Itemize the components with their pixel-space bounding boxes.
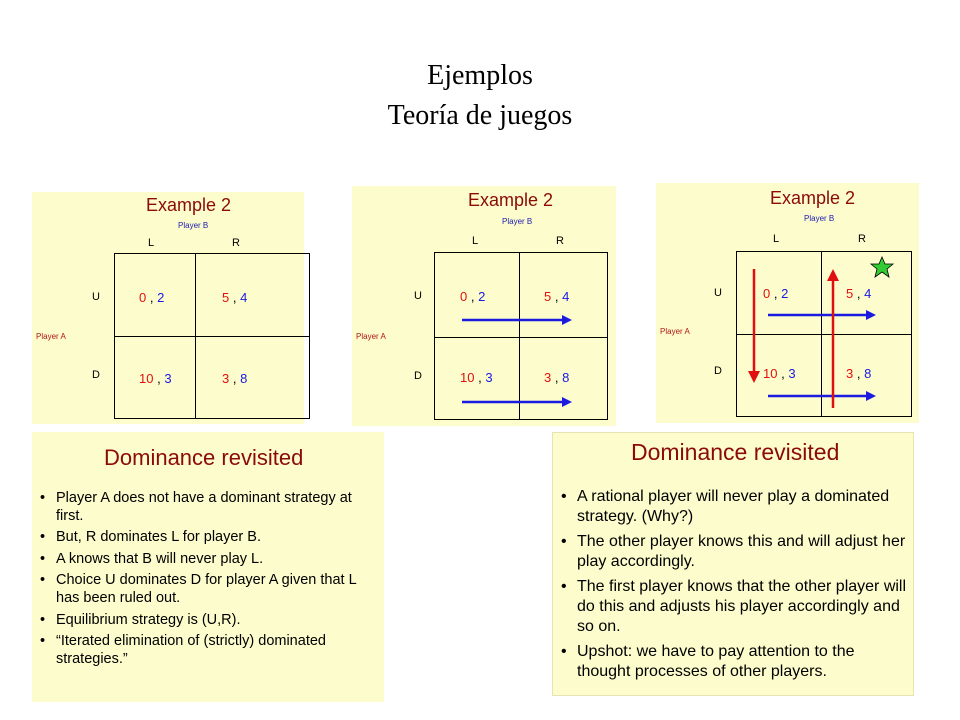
arrow-down-icon	[748, 269, 760, 383]
bullet-item: Player A does not have a dominant strate…	[36, 490, 380, 525]
row-label-u: U	[92, 291, 100, 303]
row-label-d: D	[414, 370, 422, 382]
payoff-matrix	[114, 253, 310, 419]
cell-u-l: 0 , 2	[763, 286, 789, 301]
dominance-title: Dominance revisited	[631, 439, 840, 465]
bullet-item: The other player knows this and will adj…	[557, 532, 909, 572]
slide-subtitle: Teoría de juegos	[387, 100, 573, 131]
dominance-title: Dominance revisited	[104, 445, 304, 470]
cell-d-l: 10 , 3	[139, 371, 172, 386]
player-a-label: Player A	[356, 332, 386, 341]
col-label-r: R	[858, 233, 866, 245]
arrow-right-icon	[462, 397, 572, 407]
row-label-d: D	[92, 369, 100, 381]
dominance-arrows	[748, 255, 895, 408]
cell-u-r: 5 , 4	[222, 290, 248, 305]
cell-u-r: 5 , 4	[846, 286, 872, 301]
bullet-item: Upshot: we have to pay attention to the …	[557, 642, 909, 682]
green-star-icon	[869, 255, 895, 278]
example-title: Example 2	[468, 190, 554, 210]
player-b-label: Player B	[804, 214, 835, 223]
bullet-item: Choice U dominates D for player A given …	[36, 572, 380, 607]
bullet-item: A knows that B will never play L.	[36, 551, 380, 569]
example-panel-1: Example 2 Player B L R U D Player A 0 , …	[32, 192, 310, 424]
col-label-l: L	[773, 233, 780, 245]
col-label-r: R	[556, 235, 564, 247]
example-panel-3: Example 2 Player B L R U D Player A 0 , …	[656, 183, 919, 423]
dominance-panel-left: Dominance revisited Player A does not ha…	[32, 432, 384, 702]
bullet-item: But, R dominates L for player B.	[36, 529, 380, 547]
arrow-right-icon	[768, 310, 876, 320]
example-panel-2: Example 2 Player B L R U D Player A 0 , …	[352, 186, 616, 426]
cell-u-l: 0 , 2	[460, 289, 486, 304]
arrow-right-icon	[462, 315, 572, 325]
player-b-label: Player B	[502, 217, 533, 226]
cell-u-r: 5 , 4	[544, 289, 570, 304]
cell-d-l: 10 , 3	[763, 366, 796, 381]
cell-d-r: 3 , 8	[544, 370, 570, 385]
col-label-r: R	[232, 237, 240, 249]
example-title: Example 2	[146, 195, 232, 215]
row-label-d: D	[714, 365, 722, 377]
bullet-item: A rational player will never play a domi…	[557, 487, 909, 527]
payoff-matrix	[434, 252, 608, 420]
bullet-item: The first player knows that the other pl…	[557, 577, 909, 637]
cell-d-l: 10 , 3	[460, 370, 493, 385]
col-label-l: L	[472, 235, 479, 247]
cell-d-r: 3 , 8	[846, 366, 872, 381]
dominance-arrows	[462, 315, 572, 407]
player-a-label: Player A	[36, 332, 66, 341]
dominance-panel-right: Dominance revisited A rational player wi…	[552, 432, 914, 696]
player-b-label: Player B	[178, 221, 209, 230]
cell-d-r: 3 , 8	[222, 371, 248, 386]
payoff-matrix	[736, 251, 912, 417]
col-label-l: L	[148, 237, 155, 249]
dominance-bullets-right: A rational player will never play a domi…	[557, 487, 909, 682]
arrow-right-icon	[768, 391, 876, 401]
arrow-up-icon	[827, 269, 839, 408]
slide-title: Ejemplos	[427, 60, 533, 91]
row-label-u: U	[414, 290, 422, 302]
bullet-item: Equilibrium strategy is (U,R).	[36, 612, 380, 630]
row-label-u: U	[714, 287, 722, 299]
cell-u-l: 0 , 2	[139, 290, 165, 305]
dominance-bullets-left: Player A does not have a dominant strate…	[36, 490, 380, 668]
example-title: Example 2	[770, 188, 856, 208]
bullet-item: “Iterated elimination of (strictly) domi…	[36, 633, 380, 668]
player-a-label: Player A	[660, 327, 690, 336]
